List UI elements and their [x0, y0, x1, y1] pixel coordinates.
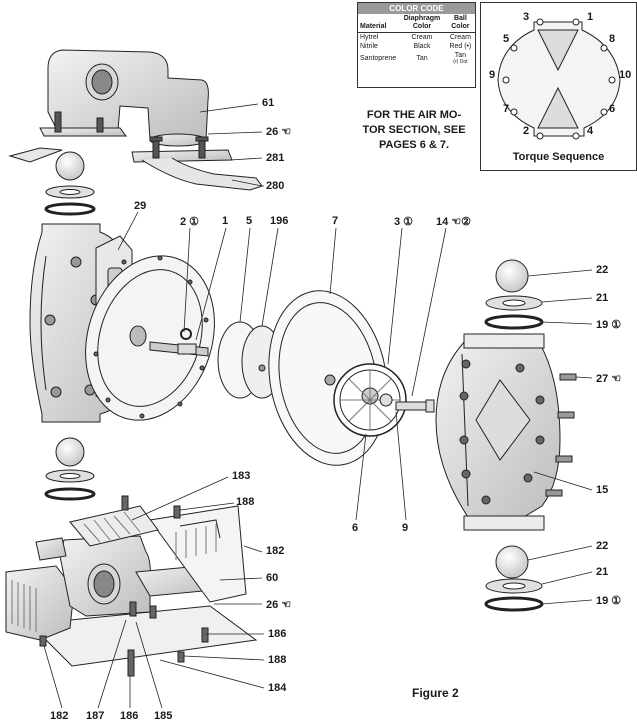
callout-61: 61 [262, 97, 275, 109]
torque-number: 7 [503, 103, 510, 115]
callout-15: 15 [596, 484, 609, 496]
callout-186-bottom: 186 [120, 710, 139, 722]
color-code-title: COLOR CODE [358, 3, 475, 14]
callout-7: 7 [332, 215, 339, 227]
callout-9: 9 [402, 522, 409, 534]
ball-right-top [495, 259, 529, 293]
color-code-table: COLOR CODE Material Diaphragm Color Ball… [357, 2, 476, 88]
table-row: Hytrel Cream Cream [358, 33, 475, 43]
header-diaphragm: Diaphragm Color [398, 14, 446, 33]
cell-diaphragm: Tan [416, 54, 428, 62]
oring-right-top [484, 314, 544, 330]
oring-bottom-left [44, 487, 96, 501]
torque-number: 5 [503, 33, 510, 45]
bolt-14 [379, 393, 435, 413]
callout-22-bottom: 22 [596, 540, 609, 552]
oring-top-left [44, 202, 96, 216]
torque-number: 3 [523, 11, 530, 23]
torque-number: 2 [523, 125, 530, 137]
torque-sequence-drawing [497, 18, 621, 140]
callout-196: 196 [270, 215, 289, 227]
callout-188-top: 188 [236, 496, 255, 508]
cell-ball: Red (•) [449, 43, 472, 50]
torque-number: 4 [587, 125, 594, 137]
table-row: Nitrile Black Red (•) [358, 42, 475, 51]
callout-21-bottom: 21 [596, 566, 609, 578]
callout-188-bottom: 188 [268, 654, 287, 666]
torque-number: 9 [489, 69, 496, 81]
discharge-manifold [39, 49, 233, 163]
grill-183 [69, 505, 159, 547]
right-chamber-bottom-flange [463, 515, 545, 531]
callout-27: 27 ☜ [596, 373, 622, 385]
callout-19-top: 19 ① [596, 319, 622, 331]
cell-diaphragm: Cream [411, 34, 433, 41]
cell-ball: Tan(•) Dot [446, 51, 475, 65]
oring-right-bottom [484, 596, 544, 612]
manifold-bolts [54, 111, 209, 159]
torque-number: 10 [619, 69, 632, 81]
manifold-foot-left [8, 147, 63, 163]
manifold-foot [141, 157, 263, 191]
air-motor-note: FOR THE AIR MO- TOR SECTION, SEE PAGES 6… [352, 108, 476, 153]
torque-number: 1 [587, 11, 594, 23]
base-bolts [39, 495, 209, 677]
callout-184: 184 [268, 682, 287, 694]
air-motor-note-line: PAGES 6 & 7. [378, 139, 450, 151]
callout-187: 187 [86, 710, 105, 722]
callout-182-bottom: 182 [50, 710, 69, 722]
header-material: Material [358, 14, 399, 33]
torque-sequence-title: Torque Sequence [512, 151, 605, 163]
callout-14: 14 ☜② [436, 216, 472, 228]
cell-material: Santoprene [360, 54, 397, 62]
ball-bottom-left [55, 437, 85, 467]
air-motor-note-line: FOR THE AIR MO- [366, 109, 462, 121]
cell-diaphragm: Black [413, 43, 431, 50]
air-motor-note-line: TOR SECTION, SEE [362, 124, 466, 136]
callout-22-top: 22 [596, 264, 609, 276]
callout-185: 185 [154, 710, 173, 722]
callout-280: 280 [266, 180, 285, 192]
ball-top-left [55, 151, 85, 181]
callout-2: 2 ① [180, 216, 200, 228]
right-chamber-top-flange [463, 333, 545, 349]
callout-6: 6 [352, 522, 359, 534]
cell-material: Hytrel [360, 34, 379, 41]
right-outer-chamber [435, 337, 561, 521]
vent-fins [11, 524, 217, 632]
callout-182-right: 182 [266, 545, 285, 557]
suction-manifold [5, 505, 247, 641]
callout-5: 5 [246, 215, 253, 227]
torque-number: 8 [609, 33, 616, 45]
callout-21-top: 21 [596, 292, 609, 304]
torque-number: 6 [609, 103, 616, 115]
dot-note: (•) Dot [453, 59, 468, 65]
callout-60: 60 [266, 572, 279, 584]
callout-281: 281 [266, 152, 285, 164]
leader-lines [43, 103, 593, 709]
figure-caption: Figure 2 [412, 686, 459, 700]
cell-ball-value: Tan [454, 52, 467, 59]
callout-26-top: 26 ☜ [266, 126, 292, 138]
header-ball: Ball Color [445, 14, 475, 33]
outer-plate-3 [333, 363, 407, 437]
callout-26-bottom: 26 ☜ [266, 599, 292, 611]
callout-19-bottom: 19 ① [596, 595, 622, 607]
callout-1: 1 [222, 215, 229, 227]
callout-186-right: 186 [268, 628, 287, 640]
inner-plate-1 [85, 255, 215, 421]
callout-3: 3 ① [394, 216, 414, 228]
cell-material: Nitrile [360, 43, 378, 50]
color-code-grid: Material Diaphragm Color Ball Color Hytr… [358, 14, 475, 65]
torque-sequence-box: 3 1 5 8 9 10 7 6 2 4 Torque Sequence [480, 2, 637, 171]
ball-right-bottom [495, 545, 529, 579]
cell-ball: Cream [449, 34, 471, 41]
table-row: Santoprene Tan Tan(•) Dot [358, 51, 475, 65]
callout-29: 29 [134, 200, 147, 212]
callout-183: 183 [232, 470, 251, 482]
